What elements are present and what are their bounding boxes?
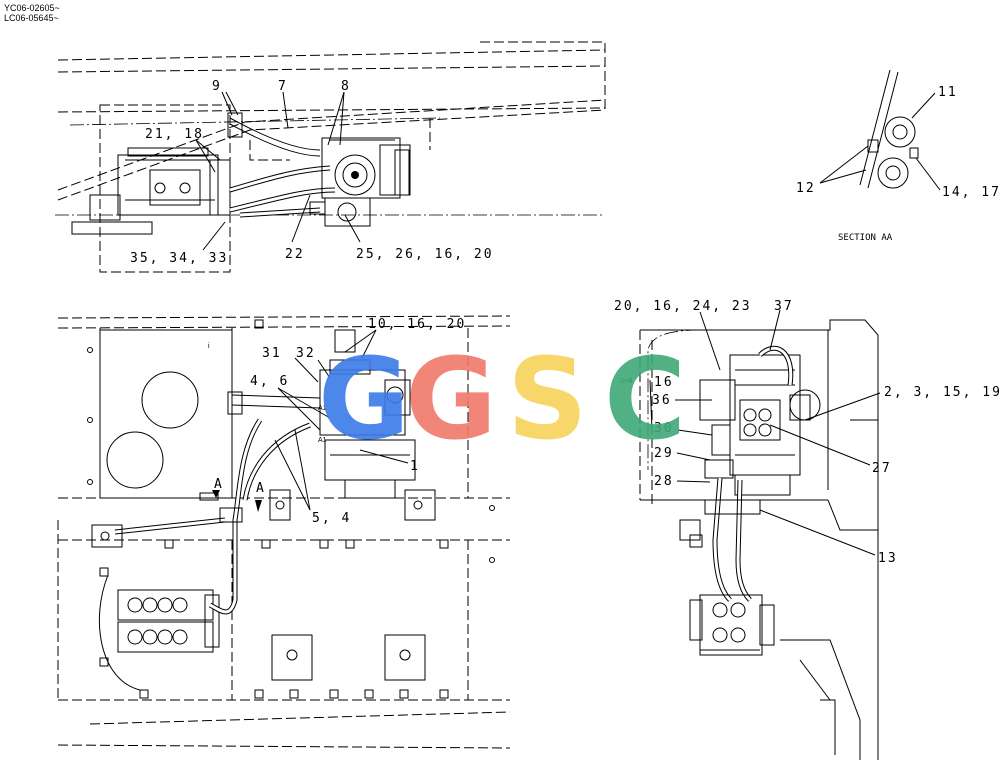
callout-29: 29 [654, 446, 674, 461]
label-i: i [208, 343, 210, 350]
serial-yc: YC06-02605~ [4, 3, 60, 13]
top-view: 9 7 8 21, 18 22 25, 26, 16, 20 35, 34, 3… [55, 41, 606, 273]
pump-assembly-right [699, 354, 821, 496]
callout-1: 1 [410, 459, 420, 474]
callout-31: 31 [262, 346, 282, 361]
callout-8: 8 [341, 79, 351, 94]
section-mark-a-left: A [214, 477, 224, 492]
callout-4-6: 4, 6 [250, 374, 289, 389]
label-3pb: 3+B [620, 378, 633, 385]
section-title: SECTION AA [838, 233, 893, 243]
pump-bottom-left: A1 A1 [318, 329, 416, 499]
port-a1-lower: A1 [318, 437, 327, 444]
watermark: G G S C [318, 335, 686, 465]
section-mark-a-right: A [256, 481, 266, 496]
control-valve-right [689, 594, 775, 656]
watermark-letter-g2: G [405, 335, 497, 465]
callout-12: 12 [796, 181, 816, 196]
callout-36: 36 [652, 393, 672, 408]
callout-30: 30 [654, 421, 674, 436]
callout-2-3-15-19: 2, 3, 15, 19 [884, 385, 1000, 400]
watermark-letter-s: S [507, 335, 588, 465]
serial-lc: LC06-05645~ [4, 13, 59, 23]
callout-35-34-33: 35, 34, 33 [130, 251, 228, 266]
callout-25-26-16-20: 25, 26, 16, 20 [356, 247, 494, 262]
pump-top [309, 137, 411, 227]
section-aa: 11 12 14, 17 SECTION AA [796, 69, 1000, 243]
callout-20-16-24-23: 20, 16, 24, 23 [614, 299, 752, 314]
callout-9: 9 [212, 79, 222, 94]
watermark-letter-c: C [604, 335, 686, 465]
control-valve-stack [98, 574, 220, 691]
bottom-right-view: 20, 16, 24, 23 37 16 36 2, 3, 15, 19 30 … [614, 299, 1000, 760]
callout-16: 16 [654, 375, 674, 390]
callout-27: 27 [872, 461, 892, 476]
callout-28: 28 [654, 474, 674, 489]
watermark-letter-g1: G [318, 335, 410, 465]
port-a1: A1 [318, 405, 327, 412]
callout-5-4: 5, 4 [312, 511, 351, 526]
callout-22: 22 [285, 247, 305, 262]
callout-32: 32 [296, 346, 316, 361]
callout-21-18: 21, 18 [145, 127, 204, 142]
callout-14-17: 14, 17 [942, 185, 1000, 200]
callout-11: 11 [938, 85, 958, 100]
callout-7: 7 [278, 79, 288, 94]
frame-bosses [99, 319, 449, 699]
bottom-left-view: i [57, 315, 511, 749]
callout-13: 13 [878, 551, 898, 566]
control-valve [71, 147, 231, 235]
callout-37: 37 [774, 299, 794, 314]
callout-10-16-20: 10, 16, 20 [368, 317, 466, 332]
